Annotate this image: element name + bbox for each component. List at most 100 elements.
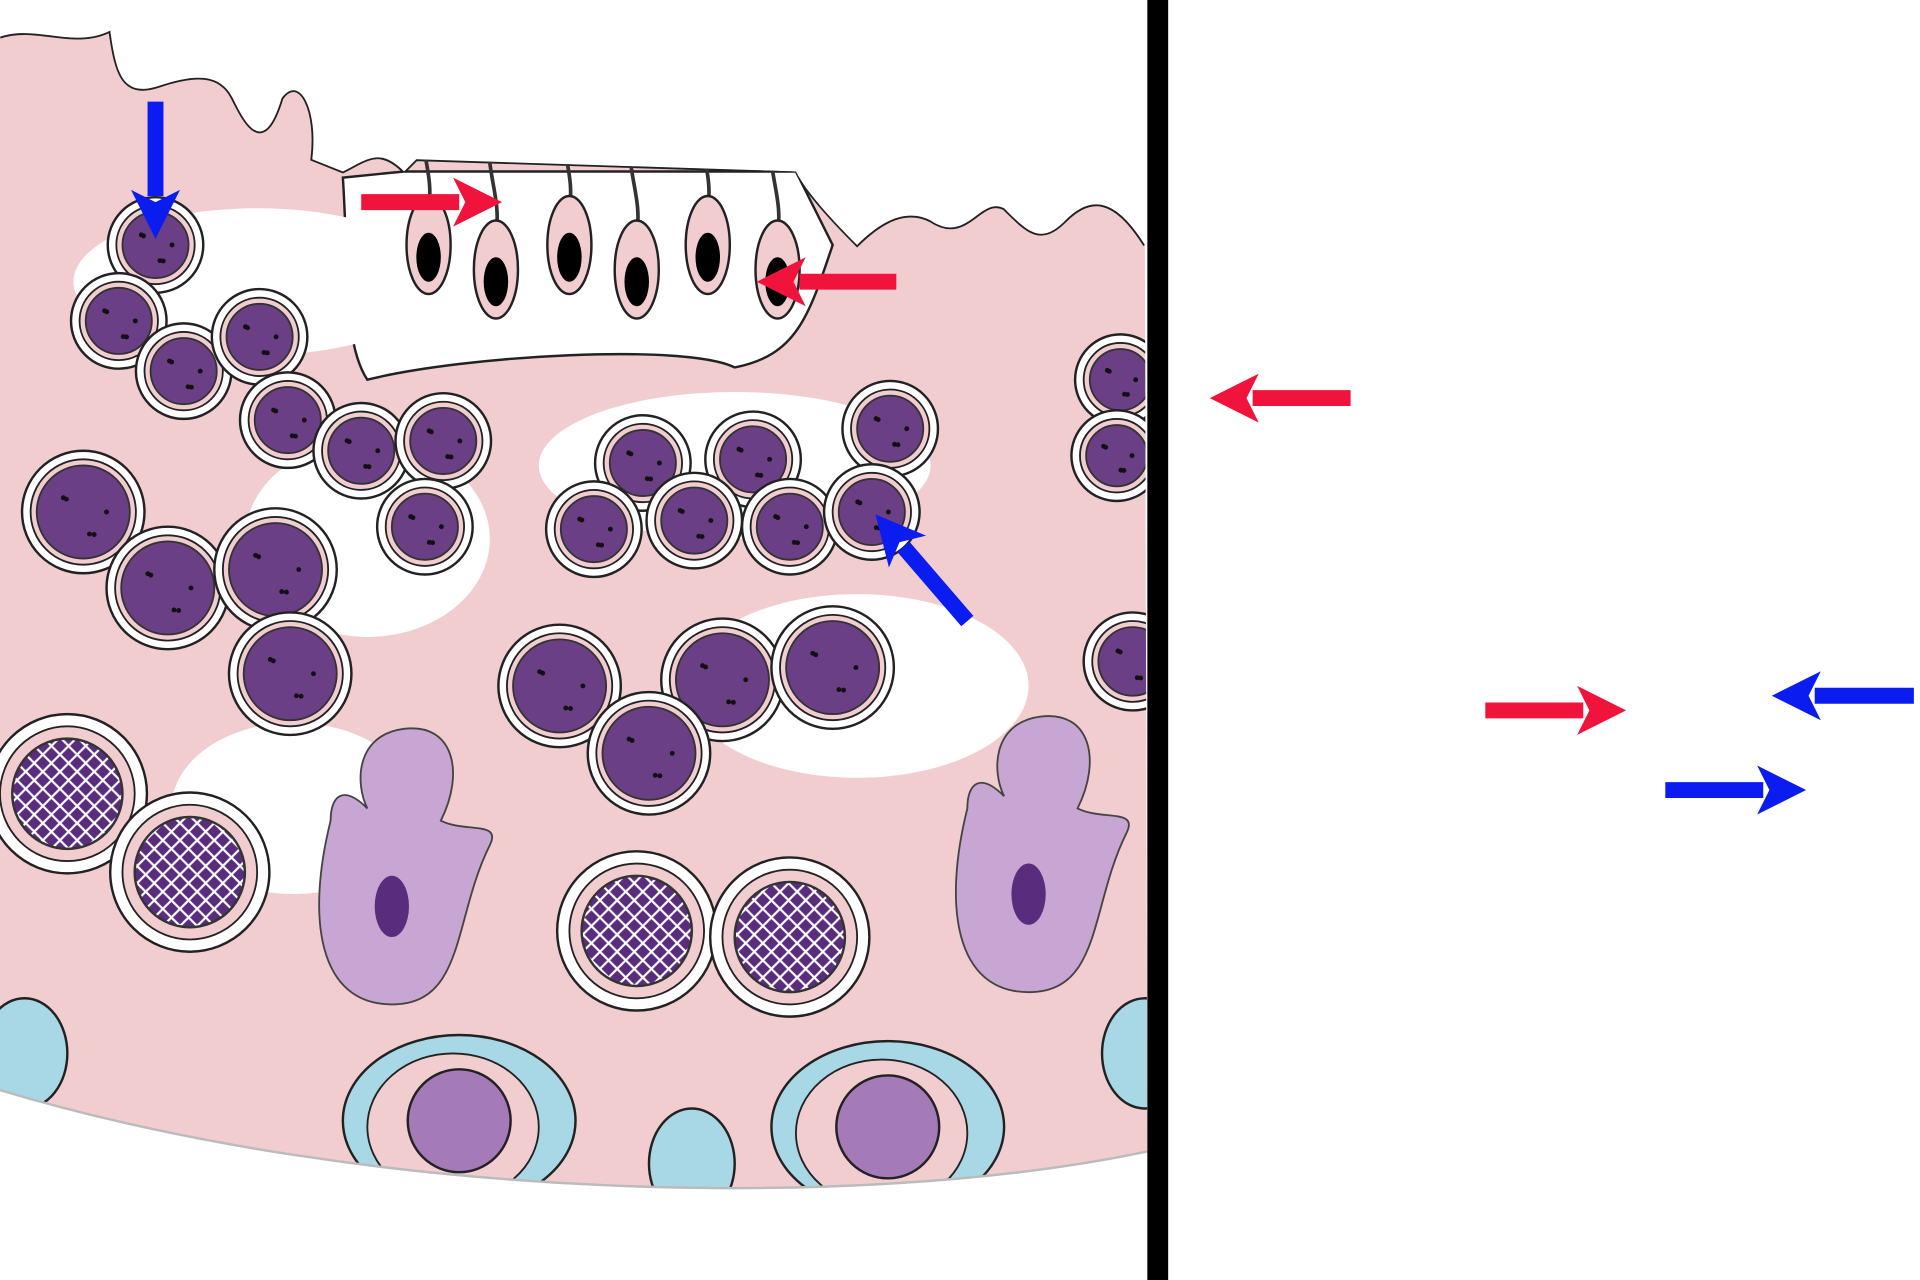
spermatocyte-nucleus (149, 337, 218, 406)
arrow-head (1757, 765, 1807, 815)
chromatin-dot (311, 671, 316, 677)
arrow-head (1209, 373, 1259, 423)
tubule-tissue (0, 30, 1148, 1189)
sertoli-nucleus-cell (954, 715, 1130, 994)
spermatocyte-nucleus (35, 464, 131, 560)
arrow-head (875, 514, 927, 568)
chromatin-dot (63, 496, 69, 502)
chromatin-dot (132, 318, 138, 324)
chromatin-dot (91, 532, 97, 537)
red-arrow-icon (361, 177, 503, 227)
chromatin-dot (375, 448, 381, 454)
chromatin-dot (366, 464, 372, 470)
chromatin-dot (657, 773, 663, 779)
chromatin-dot (1103, 444, 1109, 450)
chromatin-dot (669, 750, 675, 756)
spermatid-nucleus (483, 257, 509, 307)
chromatin-dot (758, 472, 764, 478)
spermatid-nucleus (557, 232, 582, 282)
spermatocyte-nucleus (856, 394, 925, 463)
chromatin-dot (904, 426, 910, 432)
chromatin-dot (563, 705, 569, 711)
spermatocyte-nucleus (120, 540, 216, 636)
chromatin-dot (540, 670, 546, 676)
basal-cell-nucleus (835, 1074, 941, 1180)
chromatin-dot (730, 699, 736, 705)
spermatocyte-nucleus (660, 486, 729, 555)
chromatin-dot (599, 542, 605, 548)
spermatid-nucleus (416, 232, 441, 282)
spermatocyte-nucleus (1097, 626, 1148, 697)
chromatin-dot (141, 233, 146, 239)
chromatin-dot (853, 665, 859, 671)
chromatin-dot (1129, 453, 1135, 459)
chromatin-dot (104, 309, 110, 315)
spermatocyte-nucleus (512, 638, 608, 734)
chromatin-dot (726, 699, 732, 705)
spermatogonium-nucleus (133, 815, 247, 929)
chromatin-dot (708, 518, 714, 524)
chromatin-dot (1138, 675, 1144, 681)
red-arrow-icon (756, 257, 897, 307)
red-arrow-icon (1485, 685, 1627, 735)
chromatin-dot (410, 515, 416, 521)
chromatin-dot (813, 652, 819, 658)
chromatin-dot (648, 476, 654, 482)
chromatin-dot (283, 589, 289, 595)
chromatin-dot (579, 517, 585, 523)
spermatocyte-nucleus (675, 632, 770, 728)
red-arrow-icon (1209, 373, 1351, 423)
chromatin-dot (296, 567, 302, 573)
chromatin-dot (298, 693, 304, 699)
chromatin-dot (1121, 468, 1127, 473)
spermatocyte-nucleus (785, 620, 881, 716)
chromatin-dot (836, 687, 842, 693)
chromatin-dot (656, 460, 662, 466)
chromatin-dot (176, 608, 182, 613)
chromatin-dot (767, 456, 773, 462)
chromatin-dot (124, 334, 129, 340)
chromatin-dot (293, 433, 298, 439)
chromatin-dot (841, 687, 847, 693)
chromatin-dot (169, 359, 175, 365)
chromatin-dot (743, 677, 749, 683)
basal-cell-nucleus (406, 1068, 512, 1174)
chromatin-dot (457, 438, 463, 444)
chromatin-dot (273, 408, 279, 414)
spermatocyte-nucleus (1088, 348, 1148, 412)
chromatin-dot (169, 242, 175, 248)
chromatin-dot (197, 368, 203, 374)
chromatin-dot (875, 417, 881, 423)
spermatocyte-nucleus (409, 406, 478, 475)
chromatin-dot (895, 442, 901, 448)
chromatin-dot (264, 350, 270, 356)
basal-cell (1100, 997, 1148, 1110)
spermatogonium-nucleus (11, 737, 124, 851)
chromatin-dot (607, 526, 613, 532)
chromatin-dot (430, 540, 436, 546)
chromatin-dot (279, 589, 285, 595)
blue-arrow-icon (1665, 765, 1807, 815)
chromatin-dot (775, 515, 781, 521)
chromatin-dot (803, 524, 809, 530)
arrow-head (1771, 671, 1821, 721)
spermatocyte-nucleus (253, 386, 322, 455)
chromatin-dot (699, 534, 705, 540)
spermatocyte-nucleus (228, 522, 323, 618)
chromatin-dot (428, 429, 434, 435)
spermatid-nucleus (695, 232, 720, 282)
chromatin-dot (580, 683, 586, 689)
spermatid-nucleus (624, 257, 649, 307)
spermatocyte-nucleus (327, 416, 396, 485)
chromatin-dot (795, 540, 800, 546)
arrow-head (756, 257, 806, 307)
chromatin-dot (293, 693, 299, 699)
spermatocyte-nucleus (755, 492, 824, 561)
spermatocyte-nucleus (1085, 424, 1148, 488)
chromatin-dot (568, 706, 573, 711)
chromatin-dot (171, 607, 177, 613)
chromatin-dot (738, 447, 744, 453)
chromatin-dot (87, 531, 92, 537)
spermatocyte-nucleus (390, 492, 459, 561)
